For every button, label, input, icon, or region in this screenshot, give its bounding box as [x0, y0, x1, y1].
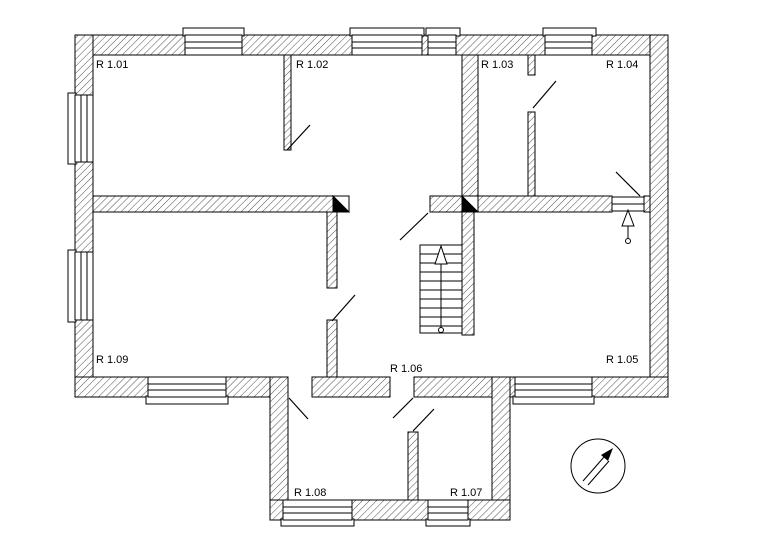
- window: [542, 27, 597, 56]
- wall-segment: [491, 376, 511, 521]
- staircase: [419, 244, 463, 334]
- wall-segment: [527, 111, 536, 197]
- room-label-r105: R 1.05: [606, 354, 638, 366]
- window: [67, 249, 94, 323]
- window: [512, 376, 595, 405]
- wall-segment: [311, 376, 391, 398]
- wall-segment: [326, 319, 338, 378]
- window: [425, 27, 461, 56]
- room-label-r108: R 1.08: [294, 487, 326, 499]
- shaft-symbols: [332, 194, 480, 213]
- room-label-r109: R 1.09: [96, 354, 128, 366]
- wall-segment: [92, 195, 334, 213]
- stair-arrow-icon: [434, 244, 448, 265]
- shaft-symbol: [461, 194, 480, 213]
- wall-segment: [461, 54, 479, 197]
- wall-segment: [326, 211, 338, 289]
- shaft-symbol: [332, 194, 351, 213]
- door-swing: [392, 397, 414, 419]
- door-swing: [532, 80, 557, 109]
- wall-segment: [461, 211, 475, 336]
- door-swing: [399, 212, 429, 241]
- entrance-arrow-icon: [621, 208, 635, 227]
- room-labels: R 1.01 R 1.02 R 1.03 R 1.04 R 1.05 R 1.0…: [96, 59, 638, 499]
- window: [67, 92, 94, 165]
- room-label-r102: R 1.02: [296, 59, 328, 71]
- window: [280, 499, 355, 527]
- door-swing: [286, 124, 311, 151]
- window: [182, 27, 245, 56]
- wall-segment: [643, 195, 651, 213]
- window: [425, 499, 471, 527]
- windows: [67, 27, 597, 527]
- room-label-r101: R 1.01: [96, 59, 128, 71]
- stair-arrow-tail: [438, 327, 444, 333]
- room-label-r104: R 1.04: [606, 59, 638, 71]
- room-label-r103: R 1.03: [481, 59, 513, 71]
- door-swing: [288, 397, 309, 420]
- north-arrow-icon: [570, 438, 626, 494]
- wall-segment: [477, 195, 613, 213]
- window: [145, 376, 229, 405]
- doors: [286, 80, 641, 432]
- room-label-r107: R 1.07: [450, 487, 482, 499]
- door-swing: [331, 294, 356, 322]
- wall-segment: [74, 34, 94, 398]
- window: [349, 27, 425, 56]
- entrance-door: [611, 196, 645, 244]
- door-swing: [412, 408, 435, 432]
- wall-segment: [527, 54, 536, 76]
- wall-segment: [407, 431, 419, 501]
- entrance-arrow-tail: [625, 238, 631, 244]
- wall-segment: [429, 195, 463, 213]
- door-swing: [615, 171, 641, 197]
- wall-segment: [269, 376, 289, 521]
- wall-segment: [649, 34, 669, 398]
- walls: [74, 34, 669, 521]
- room-label-r106: R 1.06: [390, 363, 422, 375]
- wall-segment: [283, 54, 292, 151]
